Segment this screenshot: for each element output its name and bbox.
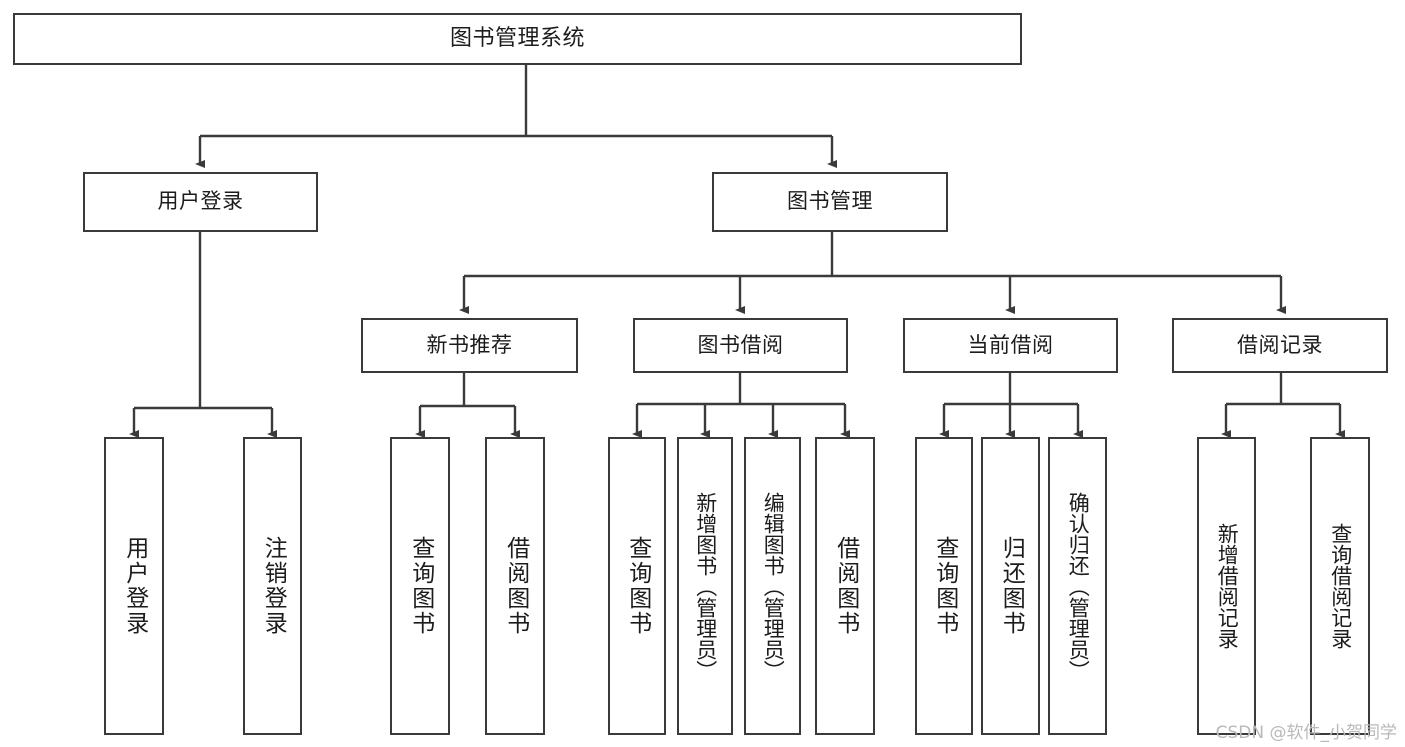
node-label: 图书借阅 [697, 332, 784, 357]
leaf-book-borrow-add-book[interactable]: 新增图书（管理员） [677, 437, 733, 735]
node-book-borrow[interactable]: 图书借阅 [633, 318, 848, 373]
node-label: 新增借阅记录 [1215, 523, 1240, 649]
node-root-system[interactable]: 图书管理系统 [13, 13, 1022, 65]
node-new-book-recommend[interactable]: 新书推荐 [361, 318, 578, 373]
node-label: 图书管理系统 [449, 25, 585, 51]
watermark-text: CSDN @软件_小贺同学 [1215, 723, 1397, 743]
leaf-current-borrow-confirm-return[interactable]: 确认归还（管理员） [1048, 437, 1107, 735]
node-label: 用户登录 [157, 189, 244, 214]
node-book-management[interactable]: 图书管理 [712, 172, 948, 232]
leaf-new-book-query-book[interactable]: 查询图书 [390, 437, 450, 735]
node-label: 查询图书 [407, 536, 434, 636]
node-label: 归还图书 [998, 536, 1025, 636]
leaf-book-borrow-query-book[interactable]: 查询图书 [608, 437, 666, 735]
leaf-book-borrow-edit-book[interactable]: 编辑图书（管理员） [744, 437, 801, 735]
leaf-user-login-signin[interactable]: 用户登录 [104, 437, 164, 735]
node-label: 查询图书 [624, 536, 651, 636]
node-label: 借阅图书 [502, 536, 529, 636]
leaf-new-book-borrow-book[interactable]: 借阅图书 [485, 437, 545, 735]
leaf-current-borrow-query-book[interactable]: 查询图书 [915, 437, 973, 735]
node-label: 图书管理 [787, 189, 873, 214]
node-label: 借阅图书 [832, 536, 859, 636]
leaf-user-login-signout[interactable]: 注销登录 [243, 437, 302, 735]
leaf-book-borrow-borrow-book[interactable]: 借阅图书 [815, 437, 875, 735]
node-user-login[interactable]: 用户登录 [83, 172, 318, 232]
node-label: 确认归还（管理员） [1066, 491, 1091, 681]
leaf-borrow-record-add-record[interactable]: 新增借阅记录 [1197, 437, 1256, 735]
node-label: 借阅记录 [1237, 332, 1323, 357]
node-label: 新书推荐 [426, 332, 513, 357]
node-label: 查询图书 [931, 536, 958, 636]
node-label: 新增图书（管理员） [693, 491, 718, 681]
node-label: 用户登录 [121, 536, 148, 636]
node-label: 注销登录 [260, 536, 287, 636]
leaf-borrow-record-query-record[interactable]: 查询借阅记录 [1310, 437, 1370, 735]
node-label: 当前借阅 [967, 332, 1054, 357]
node-label: 编辑图书（管理员） [761, 491, 786, 681]
node-label: 查询借阅记录 [1328, 523, 1353, 649]
node-current-borrow[interactable]: 当前借阅 [903, 318, 1118, 373]
leaf-current-borrow-return-book[interactable]: 归还图书 [981, 437, 1040, 735]
node-borrow-record[interactable]: 借阅记录 [1172, 318, 1388, 373]
